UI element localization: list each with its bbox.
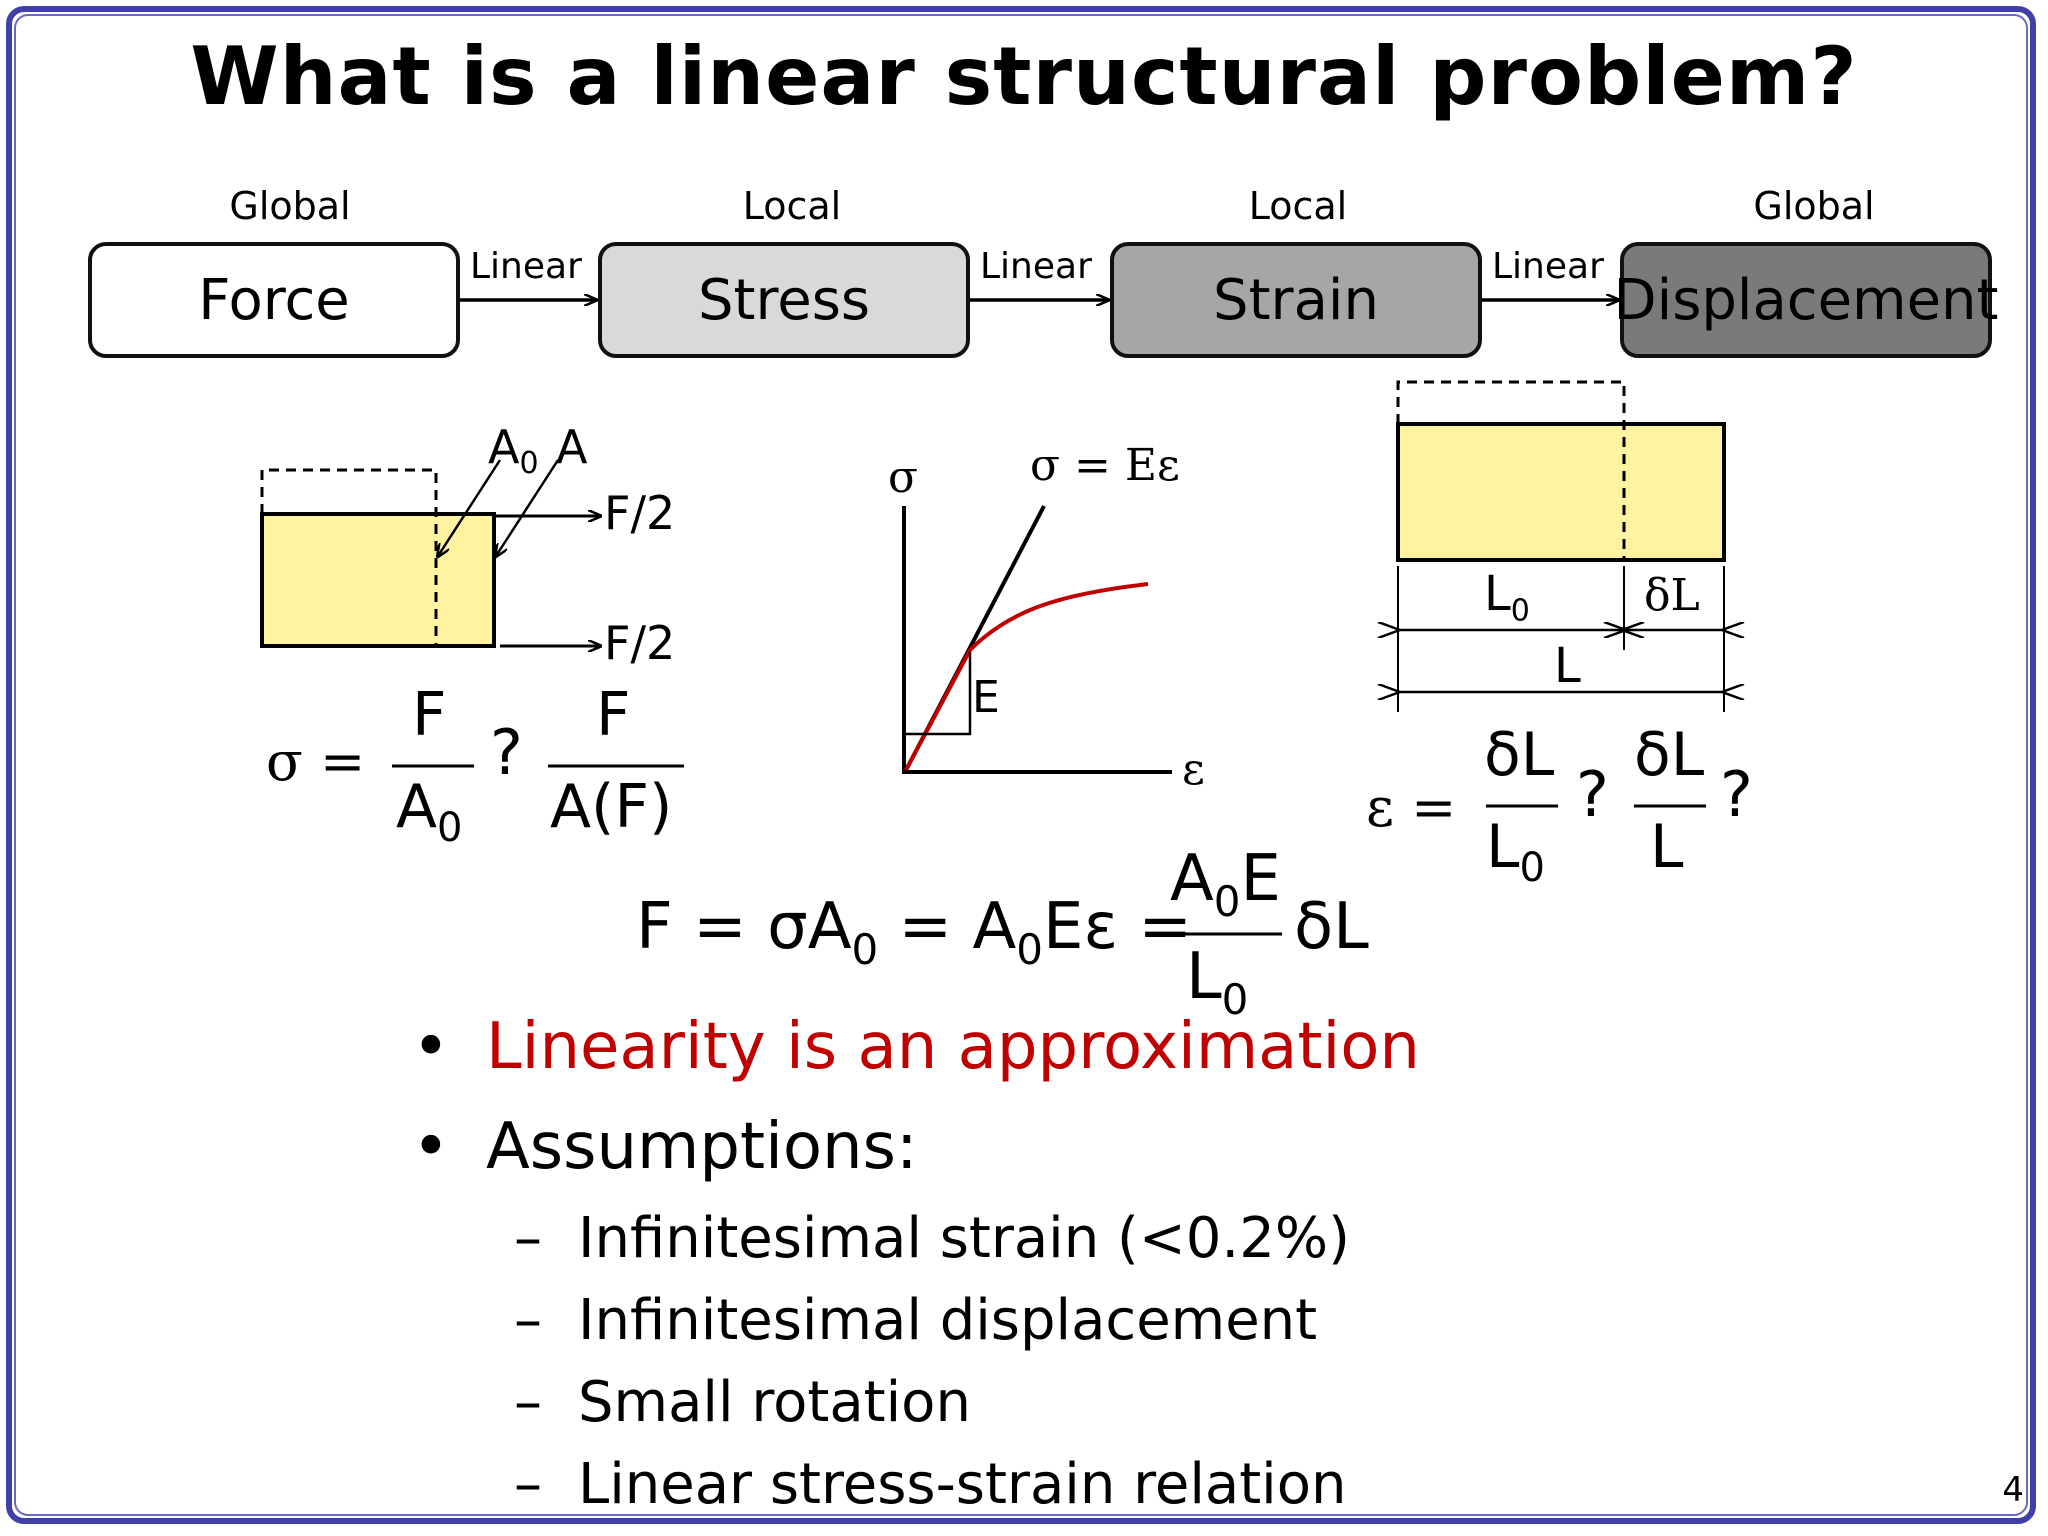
- main-equation-left: F = σA0 = A0Eε =: [636, 890, 1193, 974]
- scope-label-displacement: Global: [1753, 184, 1875, 228]
- slide-inner-border: [14, 14, 2028, 1516]
- stress-box: Stress: [598, 242, 970, 358]
- sub-item-linear-relation: Linear stress-strain relation: [578, 1452, 1347, 1517]
- scope-label-stress: Local: [742, 184, 842, 228]
- strain-eq-num1: δL: [1484, 720, 1555, 790]
- stress-eq-question: ?: [490, 716, 523, 789]
- main-equation-numerator: A0E: [1170, 842, 1281, 926]
- bullet-linearity: Linearity is an approximation: [486, 1010, 1420, 1084]
- elongated-bar: [1396, 422, 1726, 562]
- strain-eq-den1: L0: [1486, 812, 1545, 891]
- bullet-dot-2: •: [412, 1110, 450, 1184]
- graph-y-label: σ: [888, 452, 919, 503]
- nonlinear-curve: [904, 582, 1149, 771]
- sub-item-rotation: Small rotation: [578, 1370, 971, 1435]
- strain-eq-num2: δL: [1634, 720, 1705, 790]
- sub-dash-4: –: [514, 1452, 542, 1517]
- original-length-outline: [1396, 380, 1626, 560]
- bullet-assumptions: Assumptions:: [486, 1110, 918, 1184]
- scope-label-strain: Local: [1248, 184, 1348, 228]
- link-label-2: Linear: [980, 246, 1092, 287]
- slide-title: What is a linear structural problem?: [190, 30, 1858, 123]
- sub-dash-3: –: [514, 1370, 542, 1435]
- stress-eq-lhs: σ =: [266, 730, 366, 793]
- link-label-1: Linear: [470, 246, 582, 287]
- sub-dash-1: –: [514, 1206, 542, 1271]
- dim-label-l: L: [1554, 638, 1581, 694]
- bar-specimen: [260, 512, 496, 648]
- force-label-top: F/2: [604, 486, 676, 540]
- sub-item-displacement: Infinitesimal displacement: [578, 1288, 1318, 1353]
- strain-eq-den2: L: [1650, 812, 1684, 882]
- area-label-a: A: [556, 420, 588, 474]
- sub-item-strain: Infinitesimal strain (<0.2%): [578, 1206, 1350, 1271]
- page-number: 4: [2002, 1470, 2024, 1510]
- graph-slope-label: E: [972, 672, 1000, 723]
- graph-x-label: ε: [1182, 744, 1205, 795]
- slide-border: [6, 6, 2036, 1524]
- strain-eq-lhs: ε =: [1366, 776, 1457, 839]
- link-label-3: Linear: [1492, 246, 1604, 287]
- stress-eq-num1: F: [412, 680, 447, 750]
- area-pointer-a0: [438, 459, 502, 556]
- area-label-a0: A0: [488, 420, 539, 482]
- main-equation-tail: δL: [1294, 890, 1369, 964]
- strain-eq-question-2: ?: [1720, 758, 1753, 831]
- area-pointer-a: [496, 459, 560, 556]
- dim-label-dl: δL: [1644, 570, 1700, 621]
- displacement-box: Displacement: [1614, 242, 1999, 358]
- sub-dash-2: –: [514, 1288, 542, 1353]
- force-box: Force: [88, 242, 460, 358]
- stress-eq-den1: A0: [396, 772, 463, 851]
- stress-eq-den2: A(F): [550, 772, 673, 842]
- main-equation-denominator: L0: [1186, 940, 1249, 1024]
- strain-eq-question-1: ?: [1576, 758, 1609, 831]
- graph-line-label: σ = Eε: [1030, 440, 1180, 491]
- force-label-bottom: F/2: [604, 616, 676, 670]
- strain-box: Strain: [1110, 242, 1482, 358]
- slope-triangle: [906, 652, 972, 736]
- bullet-dot-1: •: [412, 1010, 450, 1084]
- scope-label-force: Global: [229, 184, 351, 228]
- stress-eq-num2: F: [596, 680, 631, 750]
- dim-label-l0: L0: [1484, 566, 1530, 629]
